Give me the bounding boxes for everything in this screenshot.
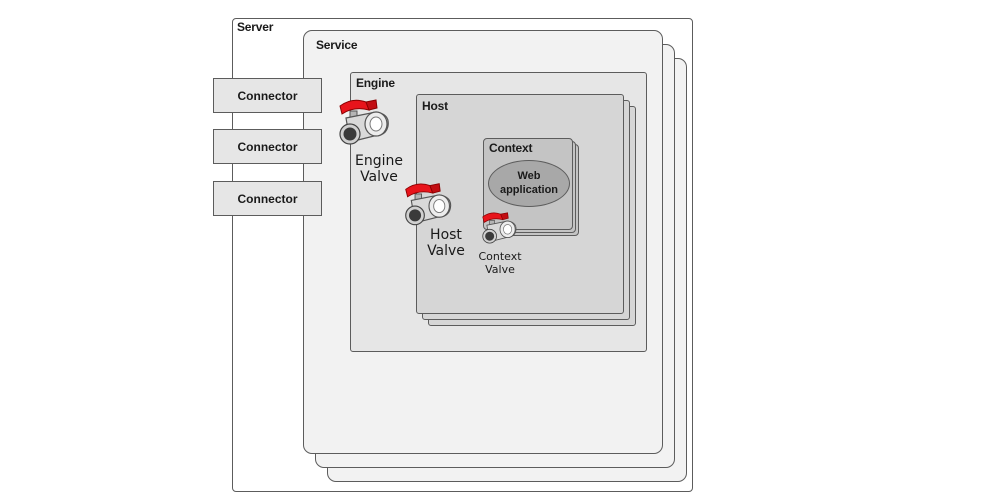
connector-3: Connector xyxy=(213,181,322,216)
engine-label: Engine xyxy=(356,76,395,90)
connector-2: Connector xyxy=(213,129,322,164)
engine-valve-label: Engine Valve xyxy=(343,153,415,185)
web-application: Web application xyxy=(488,160,570,207)
host-valve-line1: Host xyxy=(430,227,462,243)
connector-1: Connector xyxy=(213,78,322,113)
valve-icon xyxy=(482,212,517,244)
server-label: Server xyxy=(237,20,274,34)
context-valve-line1: Context xyxy=(478,250,522,263)
service-label: Service xyxy=(316,38,358,52)
valve-icon xyxy=(339,99,389,145)
engine-valve-line2: Valve xyxy=(360,169,398,186)
web-application-line2: application xyxy=(499,183,559,196)
context-valve-label: Context Valve xyxy=(472,250,528,276)
context-valve-line2: Valve xyxy=(485,262,515,276)
connector-label: Connector xyxy=(237,88,298,103)
engine-valve-line1: Engine xyxy=(355,153,403,169)
host-valve-line2: Valve xyxy=(427,243,465,260)
valve-icon xyxy=(405,183,452,226)
connector-label: Connector xyxy=(237,139,298,154)
connector-label: Connector xyxy=(237,191,298,206)
context-label: Context xyxy=(489,141,533,155)
web-application-line1: Web xyxy=(517,169,541,182)
host-valve-label: Host Valve xyxy=(416,227,476,259)
host-label: Host xyxy=(422,99,448,113)
